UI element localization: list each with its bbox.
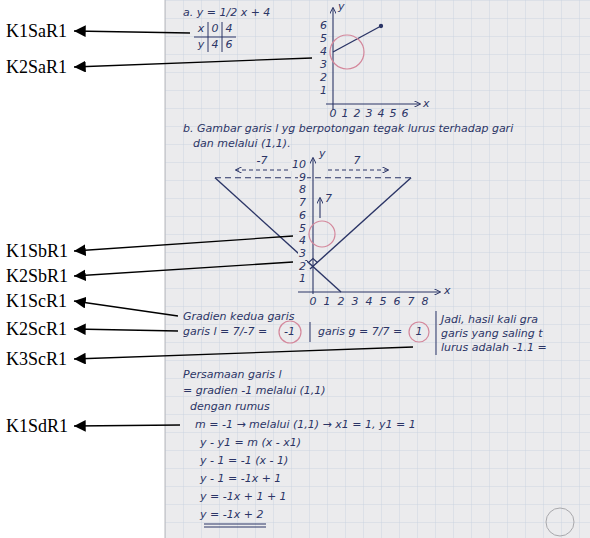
axis-tick: 3 xyxy=(352,295,359,309)
handwritten-text: y = -1x + 2 xyxy=(200,508,263,522)
value-table xyxy=(194,22,236,52)
axis-tick: 6 xyxy=(298,210,307,222)
axis-tick: 5 xyxy=(320,32,327,46)
axis-tick: 3 xyxy=(366,107,373,121)
axis-tick: 2 xyxy=(320,71,327,85)
marking-circle xyxy=(409,322,429,342)
handwritten-text: y - y1 = m (x - x1) xyxy=(200,436,301,450)
axis-tick: 9 xyxy=(298,172,307,184)
axis-tick: 6 xyxy=(402,107,409,121)
handwritten-text: garis yang saling t xyxy=(441,327,543,341)
paper-stamp xyxy=(546,508,574,536)
marking-circle xyxy=(330,35,364,69)
callout-label: K1ScR1 xyxy=(6,290,67,312)
handwritten-text: y - 1 = -1 (x - 1) xyxy=(200,454,288,468)
axis-tick: 1 xyxy=(320,84,327,98)
callout-label: K1SaR1 xyxy=(6,20,67,42)
axis-tick: 6 xyxy=(394,295,401,309)
table-cell: x xyxy=(198,22,205,36)
handwritten-text: garis l = 7/-7 = xyxy=(183,325,267,339)
axis-tick: 5 xyxy=(298,223,307,235)
table-cell: 4 xyxy=(226,22,233,36)
marking-circle xyxy=(309,221,335,247)
paper-sheet xyxy=(165,0,590,538)
handwritten-text: 1 xyxy=(416,325,423,339)
graph-one xyxy=(326,8,420,110)
axis-tick: 3 xyxy=(298,248,307,260)
axis-tick: 2 xyxy=(354,107,361,121)
axis-tick: 3 xyxy=(320,58,327,72)
handwritten-text: Persamaan garis l xyxy=(183,368,282,382)
handwritten-text: dengan rumus xyxy=(190,400,270,414)
callout-arrows xyxy=(74,31,413,426)
table-cell: 0 xyxy=(212,22,219,36)
handwritten-text: dan melalui (1,1). xyxy=(193,137,291,151)
paper-edge xyxy=(165,0,166,538)
callout-label: K1SbR1 xyxy=(6,240,68,262)
callout-label: K2ScR1 xyxy=(6,318,67,340)
axis-tick: 8 xyxy=(422,295,429,309)
axis-tick: 2 xyxy=(298,261,307,273)
step-label: -7 xyxy=(257,154,268,168)
axis-tick: 2 xyxy=(338,295,345,309)
axis-tick: 4 xyxy=(366,295,373,309)
axis-tick: 8 xyxy=(298,184,307,196)
table-cell: 4 xyxy=(212,38,219,52)
step-label: 7 xyxy=(354,154,361,168)
table-cell: 6 xyxy=(226,38,233,52)
axis-tick: 0 xyxy=(330,107,337,121)
marking-circle xyxy=(279,321,301,343)
handwritten-text: = gradien -1 melalui (1,1) xyxy=(183,384,326,398)
handwritten-text: -1 xyxy=(284,325,295,339)
axis-label: x xyxy=(423,97,430,111)
handwritten-text: Jadi, hasil kali gra xyxy=(441,313,538,327)
axis-tick: 1 xyxy=(298,273,307,285)
graph-two xyxy=(215,158,440,294)
axis-label: x xyxy=(444,284,451,298)
handwritten-text: garis g = 7/7 = xyxy=(318,325,402,339)
handwritten-text: m = -1 → melalui (1,1) → x1 = 1, y1 = 1 xyxy=(195,418,416,432)
handwritten-text: a. y = 1/2 x + 4 xyxy=(183,6,270,20)
axis-tick: 5 xyxy=(380,295,387,309)
callout-label: K3ScR1 xyxy=(6,348,67,370)
axis-tick: 4 xyxy=(320,45,327,59)
axis-tick: 10 xyxy=(291,159,307,171)
double-underline xyxy=(204,524,266,527)
handwritten-text: y = -1x + 1 + 1 xyxy=(200,490,287,504)
callout-label: K1SdR1 xyxy=(6,415,68,437)
axis-tick: 7 xyxy=(298,197,307,209)
axis-tick: 0 xyxy=(310,295,317,309)
axis-tick: 5 xyxy=(390,107,397,121)
callout-label: K2SaR1 xyxy=(6,56,67,78)
axis-tick: 6 xyxy=(320,19,327,33)
axis-label: y xyxy=(319,147,326,161)
axis-tick: 1 xyxy=(324,295,331,309)
table-cell: y xyxy=(198,38,205,52)
axis-tick: 1 xyxy=(342,107,349,121)
handwritten-text: y - 1 = -1x + 1 xyxy=(200,472,281,486)
axis-label: y xyxy=(338,0,345,14)
axis-tick: 4 xyxy=(298,235,307,247)
handwritten-text: b. Gambar garis l yg berpotongan tegak l… xyxy=(183,122,513,136)
handwritten-text: lurus adalah -1.1 = xyxy=(441,341,547,355)
axis-tick: 4 xyxy=(378,107,385,121)
callout-label: K2SbR1 xyxy=(6,265,68,287)
step-label: 7 xyxy=(325,192,332,206)
axis-tick: 7 xyxy=(408,295,415,309)
handwritten-text: Gradien kedua garis xyxy=(183,310,294,324)
paper-grid xyxy=(165,0,590,538)
